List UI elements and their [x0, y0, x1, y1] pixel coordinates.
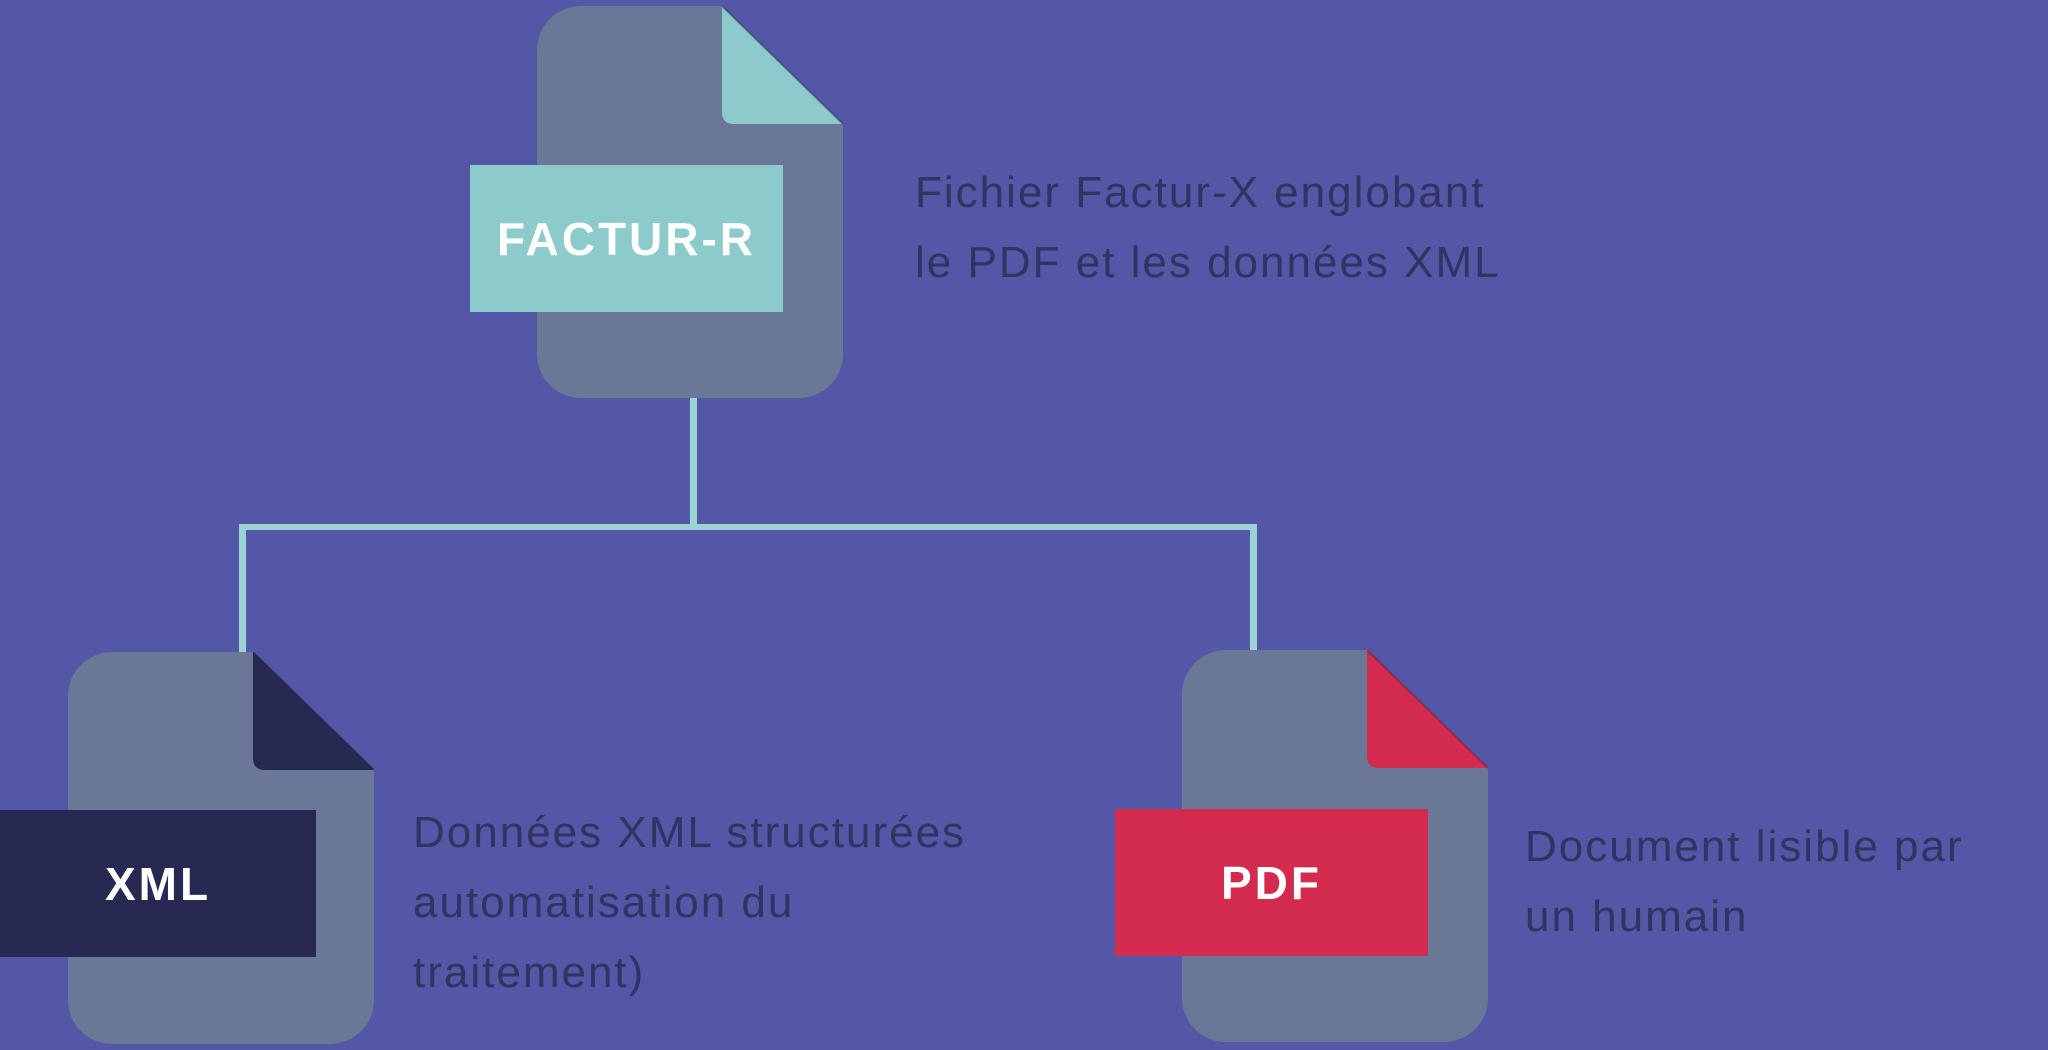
- xml-annotation: Données XML structurées automatisation d…: [413, 798, 966, 1008]
- xml-annotation-line3: traitement): [413, 948, 646, 997]
- pdf-annotation-line2: un humain: [1525, 892, 1749, 941]
- connector-horizontal: [239, 524, 1257, 530]
- pdf-annotation: Document lisible par un humain: [1525, 812, 1964, 952]
- connector-xml-vertical: [239, 526, 246, 656]
- connector-pdf-vertical: [1250, 526, 1257, 656]
- pdf-label: PDF: [1221, 856, 1322, 909]
- pdf-label-band: PDF: [1115, 809, 1428, 956]
- xml-annotation-line1: Données XML structurées: [413, 808, 967, 857]
- xml-annotation-line2: automatisation du: [413, 878, 795, 927]
- xml-label-band: XML: [0, 810, 316, 957]
- facturx-label: FACTUR-R: [496, 212, 757, 265]
- facturx-annotation: Fichier Factur-X englobant le PDF et les…: [915, 158, 1501, 298]
- pdf-annotation-line1: Document lisible par: [1525, 822, 1964, 871]
- facturx-annotation-line2: le PDF et les données XML: [915, 238, 1501, 287]
- facturx-label-band: FACTUR-R: [470, 165, 783, 312]
- connector-root-vertical: [690, 394, 697, 530]
- facturx-annotation-line1: Fichier Factur-X englobant: [915, 168, 1486, 217]
- xml-label: XML: [104, 857, 212, 910]
